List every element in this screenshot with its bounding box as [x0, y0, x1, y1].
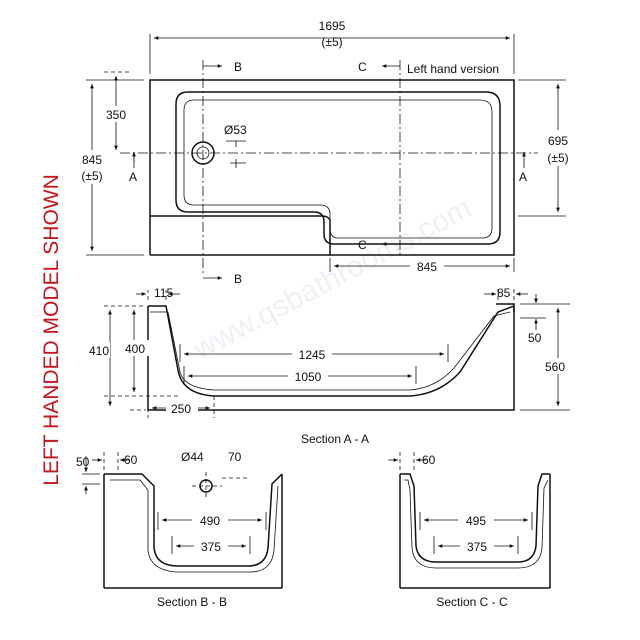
dim-shower-zone: 845 [417, 260, 437, 274]
dim-waste-diameter: Ø53 [224, 123, 247, 137]
dim-overall-height: 560 [545, 360, 565, 374]
section-b-outline [103, 474, 283, 589]
section-c-view: 60 495 375 Section C - C [388, 452, 551, 609]
dim-overall-width: 845 [82, 153, 102, 167]
dim-overall-length: 1695 [319, 19, 346, 33]
dim-base-length: 1050 [295, 370, 322, 384]
plan-view: B B C C A A Left hand version 1695 (±5) … [72, 19, 578, 286]
dim-c-base-width: 375 [467, 540, 487, 554]
dim-narrow-width: 695 [548, 134, 568, 148]
section-a-title: Section A - A [301, 432, 369, 446]
dim-waste-offset: 350 [106, 108, 126, 122]
plan-basin [175, 91, 501, 245]
dim-overall-width-tol: (±5) [81, 169, 102, 183]
dim-overall-length-tol: (±5) [321, 35, 342, 49]
section-b-view: 50 60 Ø44 70 490 375 Section B - B [76, 450, 283, 609]
marker-b-top: B [234, 60, 242, 74]
dim-height-inner: 400 [125, 342, 145, 356]
marker-c-top: C [358, 60, 367, 74]
dim-b-top-width: 490 [200, 514, 220, 528]
section-c-title: Section C - C [436, 595, 508, 609]
dim-b-lip: 50 [76, 455, 90, 469]
dim-narrow-width-tol: (±5) [547, 151, 568, 165]
section-a-outline [147, 306, 515, 411]
section-b-title: Section B - B [157, 595, 227, 609]
dim-rim-right: 85 [497, 286, 511, 300]
dim-waste-position: 250 [171, 402, 191, 416]
dim-top-lip: 50 [528, 331, 542, 345]
dim-b-overflow-dia: Ø44 [181, 450, 204, 464]
dim-top-length: 1245 [299, 348, 326, 362]
section-a-view: 115 85 410 400 50 560 1245 1050 250 [88, 286, 570, 446]
dim-rim-left: 115 [154, 286, 173, 300]
plan-outline [149, 79, 515, 256]
dim-c-top-width: 495 [466, 514, 486, 528]
section-c-outline [399, 474, 551, 589]
version-label: Left hand version [407, 62, 499, 76]
watermark: www.qsbathrooms.com [187, 191, 477, 366]
marker-b-bottom: B [234, 272, 242, 286]
marker-c-bottom: C [358, 238, 367, 252]
dim-b-base-width: 375 [201, 540, 221, 554]
dim-b-rim: 60 [124, 453, 138, 467]
dim-b-overflow-offset: 70 [228, 450, 242, 464]
marker-a-left: A [129, 170, 137, 184]
dim-c-rim: 60 [422, 453, 436, 467]
marker-a-right: A [519, 170, 527, 184]
dim-height-outer: 410 [89, 344, 109, 358]
